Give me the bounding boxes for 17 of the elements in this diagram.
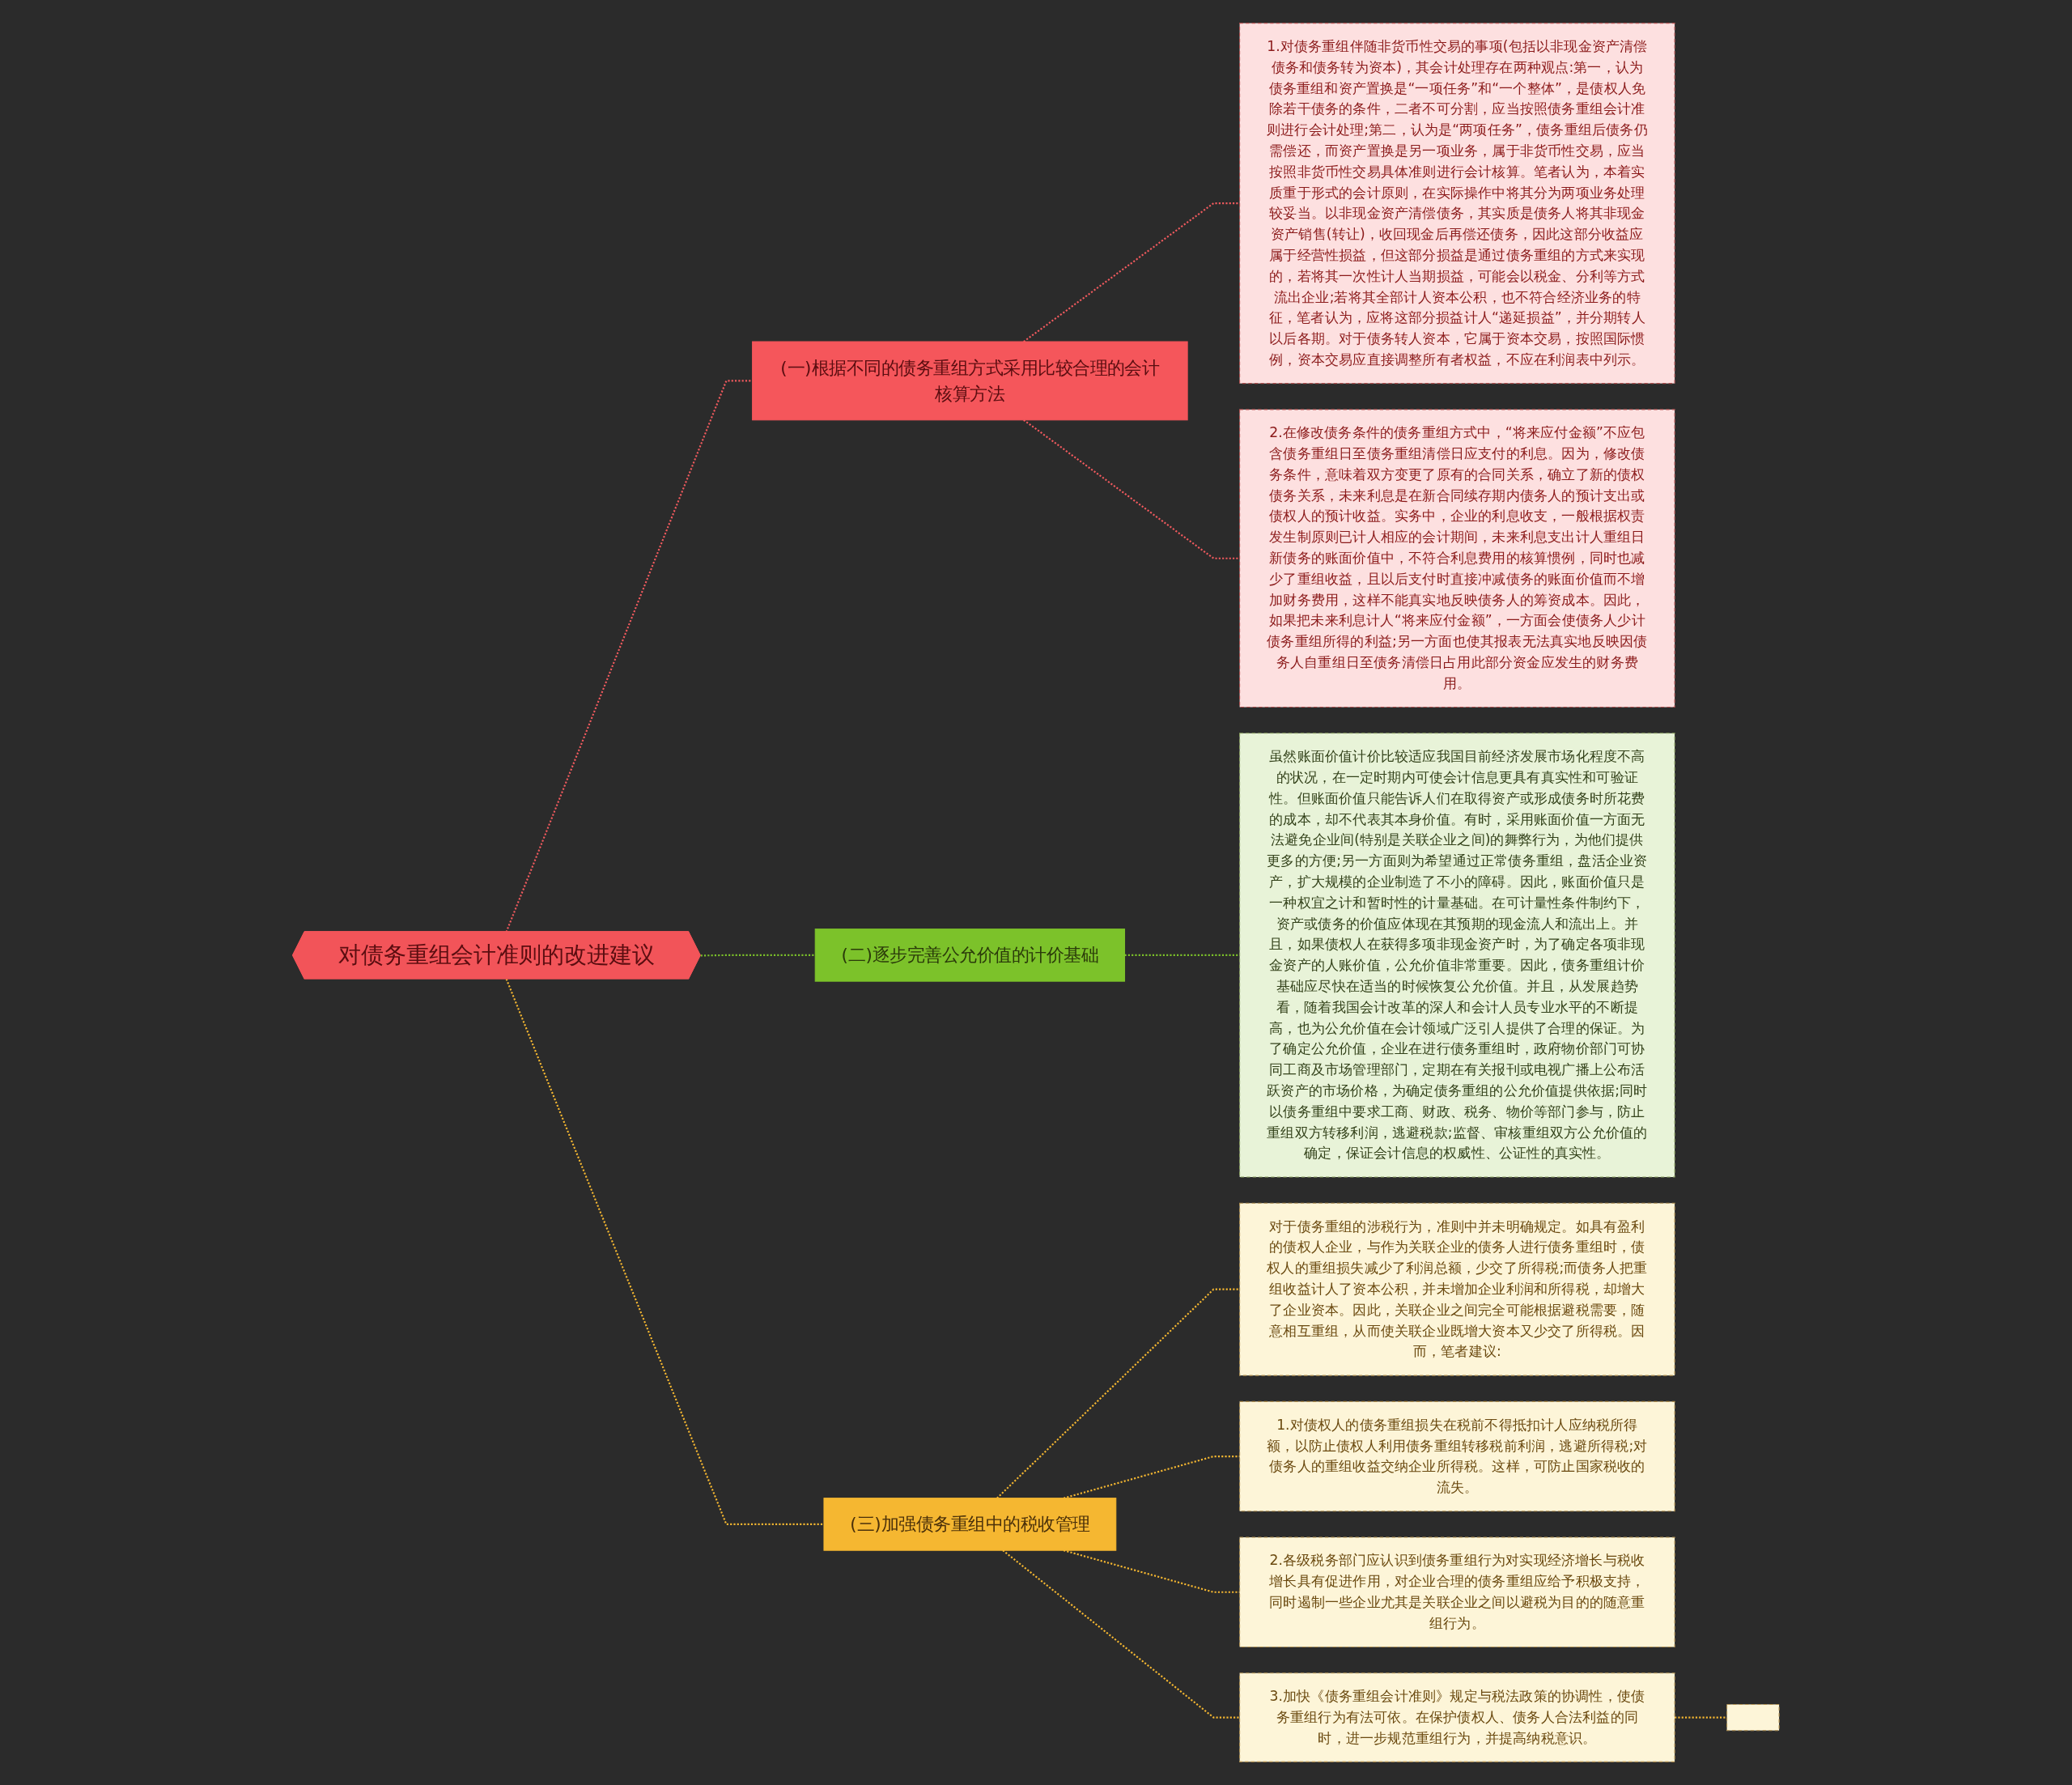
node-box [1239,409,1675,708]
node-box [1239,1672,1675,1762]
node-box [1239,733,1675,1178]
connector [1023,202,1240,342]
connector [700,954,816,957]
node-box [1239,23,1675,385]
node-box [823,1498,1117,1551]
connector [1002,1549,1240,1719]
connector [996,1288,1240,1499]
node-box [752,341,1188,421]
node-box [814,929,1126,982]
node-box [1726,1703,1780,1732]
node-box [1239,1536,1675,1648]
connector [505,979,825,1525]
connector [1023,419,1240,559]
node-box [1239,1400,1675,1512]
node-box [1239,1202,1675,1376]
